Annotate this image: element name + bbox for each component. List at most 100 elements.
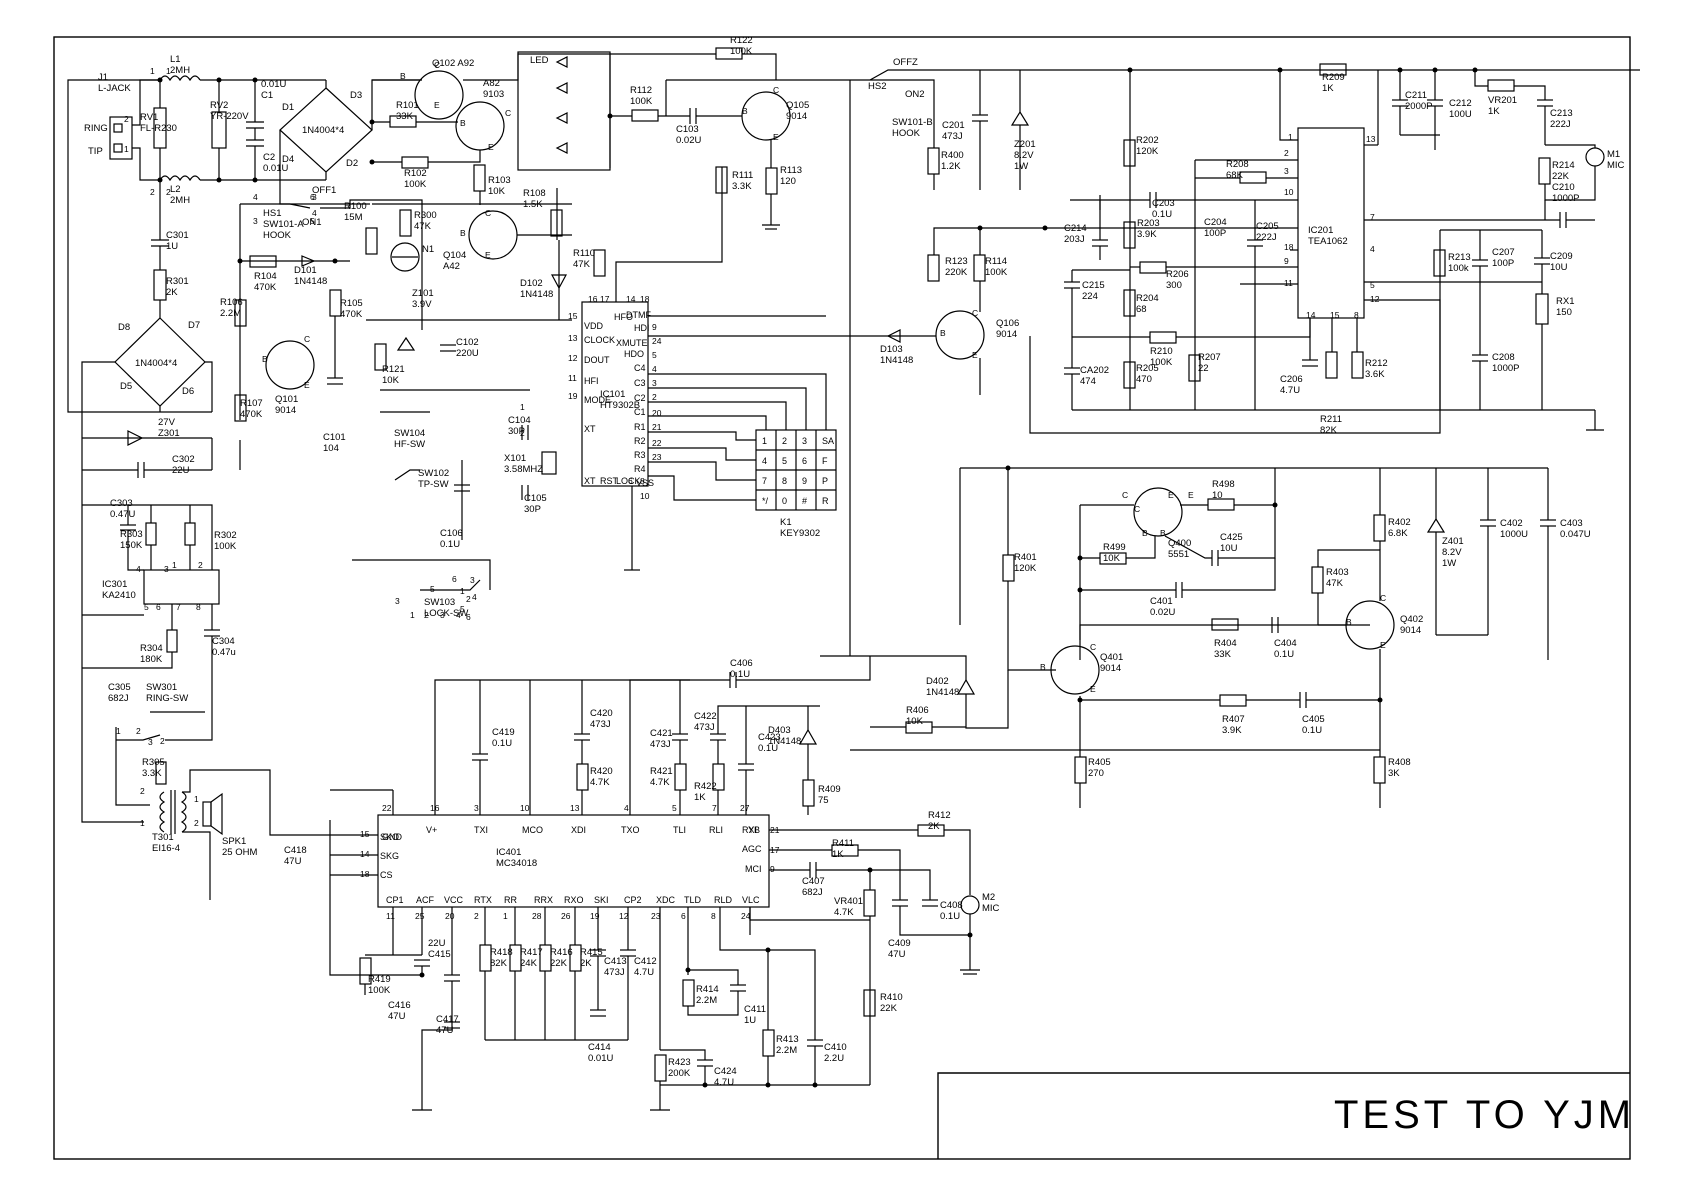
ic-pin-ic401-xdi: XDI: [571, 825, 586, 835]
pin-number: 2: [194, 818, 199, 828]
pin-number: C: [1134, 504, 1140, 514]
component-label-r402: 6.8K: [1388, 528, 1408, 539]
pin-number: 23: [651, 911, 661, 921]
ic-pin-ic101-xt1: XT: [584, 424, 596, 434]
zener-z201: [1010, 110, 1030, 126]
speaker-spk1: [202, 801, 212, 827]
pin-number: 2: [198, 560, 203, 570]
component-label-d402: 1N4148: [926, 687, 959, 698]
ic-pin-ic401-yb: YB: [748, 825, 760, 835]
pin-number: B: [262, 354, 268, 364]
pin-number: 17: [600, 294, 610, 304]
component-label-d4: D4: [282, 154, 294, 165]
component-label-r421: R421: [650, 766, 673, 777]
ic-pin-ic401-rrx: RRX: [534, 895, 553, 905]
keypad-key: 8: [782, 476, 787, 486]
component-label-c213: 222J: [1550, 119, 1571, 130]
ic-pin-ic401-rli: RLI: [709, 825, 723, 835]
hook-led-section: [234, 51, 611, 591]
component-label-r209: R209: [1322, 72, 1345, 83]
component-label-q105: Q105: [786, 100, 809, 111]
component-label-r113: 120: [780, 176, 796, 187]
pin-number: E: [1168, 490, 1174, 500]
zener-z301: [127, 430, 144, 446]
component-label-r103: 10K: [488, 186, 506, 197]
component-label-r412: R412: [928, 810, 951, 821]
ic-pin-ic401-mco: MCO: [522, 825, 543, 835]
pin-number: 8: [711, 911, 716, 921]
resistor-r100: [365, 227, 378, 255]
pin-number: 11: [386, 911, 395, 921]
ic-pin-ic401-ski: SKI: [594, 895, 609, 905]
component-label-r405: 270: [1088, 768, 1104, 779]
component-label-r205: 470: [1136, 374, 1152, 385]
component-label-d101: 1N4148: [294, 276, 327, 287]
component-label-c205: C205: [1256, 221, 1279, 232]
component-label-c403: 0.047U: [1560, 529, 1591, 540]
component-label-ic101: IC101: [600, 389, 625, 400]
ic-pin-ic401-cs: CS: [380, 870, 393, 880]
component-label-r401: R401: [1014, 552, 1037, 563]
component-label-r112: 100K: [630, 96, 653, 107]
pin-number: C: [1122, 490, 1128, 500]
potentiometer-vr401: [863, 889, 876, 917]
pin-number: 4: [312, 208, 317, 218]
resistor-r208: [1239, 171, 1267, 184]
component-label-r202: R202: [1136, 135, 1159, 146]
component-label-r402: R402: [1388, 517, 1411, 528]
pin-number: 2: [140, 786, 145, 796]
component-label-r302: R302: [214, 530, 237, 541]
resistor-r407: [1219, 694, 1247, 707]
component-label-r300: R300: [414, 210, 437, 221]
component-label-c1: C1: [261, 90, 273, 101]
resistor-r300: [399, 209, 412, 237]
ic-pin-ic401-vplus: V+: [426, 825, 437, 835]
pin-number: 6: [628, 476, 633, 486]
component-label-r209: 1K: [1322, 83, 1334, 94]
component-label-r413: 2.2M: [776, 1045, 797, 1056]
component-label-r420: R420: [590, 766, 613, 777]
ic-pin-ic101-c3: C3: [634, 378, 646, 388]
component-label-r203: 3.9K: [1137, 229, 1157, 240]
ic-pin-ic101-hfo: HFO: [614, 312, 633, 322]
component-label-r419: 100K: [368, 985, 391, 996]
ic101-chip: [581, 301, 649, 487]
component-label-c417: C417: [436, 1014, 459, 1025]
ic-pin-ic101-hdi: HDI: [634, 323, 650, 333]
component-label-d5: D5: [120, 381, 132, 392]
component-label-r104: R104: [254, 271, 277, 282]
component-label-r302: 100K: [214, 541, 237, 552]
component-label-r210: R210: [1150, 346, 1173, 357]
pin-number: 1: [194, 794, 199, 804]
component-label-r415: R415: [580, 947, 603, 958]
pin-number: 15: [568, 311, 578, 321]
pin-number: 26: [561, 911, 571, 921]
component-label-r410: R410: [880, 992, 903, 1003]
component-label-r106: R106: [220, 297, 243, 308]
component-label-ic201: TEA1062: [1308, 236, 1348, 247]
pin-number: 2: [424, 610, 429, 620]
transistor-q102: [414, 70, 464, 120]
ic-pin-ic101-c2: C2: [634, 393, 646, 403]
component-label-r305: R305: [142, 757, 165, 768]
component-label-on1: ON1: [302, 217, 322, 228]
pin-number: B: [460, 118, 466, 128]
ic-pin-ic401-vcc: VCC: [444, 895, 464, 905]
component-label-d8: D8: [118, 322, 130, 333]
component-label-t301: T301: [152, 832, 174, 843]
component-label-c410: 2.2U: [824, 1053, 844, 1064]
component-label-rx1: RX1: [1556, 296, 1574, 307]
ic-pin-ic101-r2: R2: [634, 436, 646, 446]
diode-d403: [798, 728, 818, 745]
component-label-vr401: 4.7K: [834, 907, 854, 918]
pin-number: 3: [652, 378, 657, 388]
component-label-c410: C410: [824, 1042, 847, 1053]
pin-number: E: [304, 380, 310, 390]
pin-number: 17: [770, 845, 780, 855]
pin-number: 6: [452, 574, 457, 584]
component-label-r114: 100K: [985, 267, 1008, 278]
pin-number: 4: [652, 364, 657, 374]
component-label-sw102: SW102: [418, 468, 449, 479]
pin-number: 2: [150, 187, 155, 197]
pin-number: 15: [1330, 310, 1340, 320]
